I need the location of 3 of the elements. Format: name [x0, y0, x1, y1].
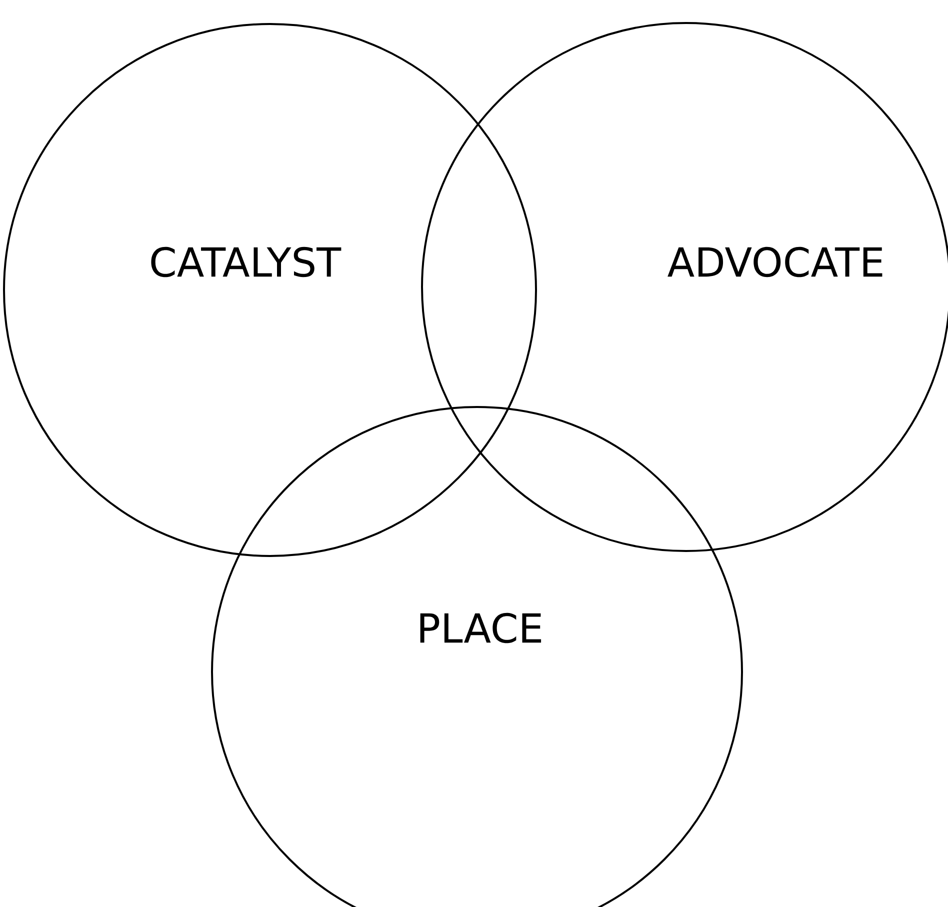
circle-label: ADVOCATE: [668, 246, 882, 278]
circle-label: CATALYST: [151, 246, 342, 278]
circle-label: PLACE: [420, 612, 542, 644]
